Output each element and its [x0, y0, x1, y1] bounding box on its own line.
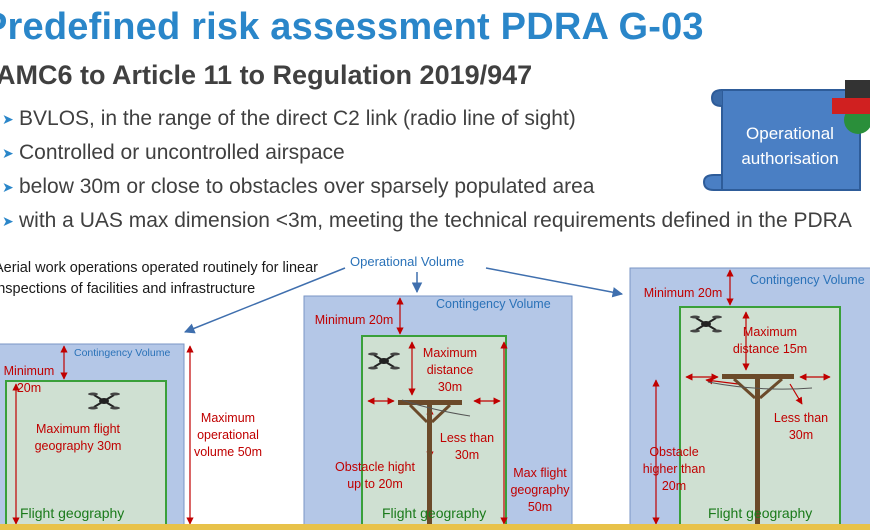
middle-contingency-label: Contingency Volume: [436, 297, 551, 311]
bullet-item: ➤Controlled or uncontrolled airspace: [0, 138, 852, 172]
bullet-item: ➤with a UAS max dimension <3m, meeting t…: [0, 206, 852, 240]
pointer-arrow: [485, 267, 624, 298]
right-contingency-label: Contingency Volume: [750, 273, 865, 287]
right-obstacle-label: Obstacle higher than 20m: [642, 445, 706, 493]
left-minimum-label: Minimum 20m: [3, 364, 55, 395]
right-less-than-label: Less than 30m: [773, 411, 829, 442]
right-minimum-label: Minimum 20m: [643, 286, 723, 300]
authorisation-label: Operational authorisation: [741, 124, 839, 168]
middle-obstacle-label: Obstacle hight up to 20m: [335, 460, 415, 491]
right-flight-geography-label: Flight geography: [708, 505, 813, 521]
left-max-flight-label: Maximum flight geography 30m: [34, 422, 122, 453]
middle-flight-geography: [361, 335, 507, 527]
pointer-arrow: [184, 267, 346, 334]
right-max-distance-label: Maximum distance 15m: [732, 325, 808, 356]
power-pole-icon: [707, 374, 813, 524]
power-pole-icon: [398, 399, 471, 524]
left-flight-geography-label: Flight geography: [20, 505, 125, 521]
middle-flight-geography-label: Flight geography: [382, 505, 487, 521]
bullet-item: ➤BVLOS, in the range of the direct C2 li…: [0, 104, 852, 138]
left-max-volume-label: Maximum operational volume 50m: [193, 411, 263, 459]
middle-less-than-label: Less than 30m: [439, 431, 495, 462]
bottom-accent-bar: [0, 524, 870, 530]
bullet-arrow-icon: ➤: [2, 213, 14, 229]
side-note: Aerial work operations operated routinel…: [0, 260, 319, 297]
left-contingency-label: Contingency Volume: [74, 347, 171, 359]
middle-max-distance-label: Maximum distance 30m: [422, 346, 478, 394]
middle-max-flight-label: Max flight geography 50m: [510, 466, 570, 514]
authorisation-scroll-icon: [702, 80, 870, 191]
middle-minimum-label: Minimum 20m: [314, 313, 394, 327]
page-subtitle: AMC6 to Article 11 to Regulation 2019/94…: [0, 60, 533, 90]
bullet-item: ➤below 30m or close to obstacles over sp…: [0, 172, 852, 206]
bullet-arrow-icon: ➤: [2, 145, 14, 161]
bullet-list: ➤BVLOS, in the range of the direct C2 li…: [0, 104, 852, 240]
page-title: Predefined risk assessment PDRA G-03: [0, 6, 704, 48]
bullet-arrow-icon: ➤: [2, 179, 14, 195]
bullet-arrow-icon: ➤: [2, 111, 14, 127]
operational-volume-label: Operational Volume: [350, 254, 465, 269]
